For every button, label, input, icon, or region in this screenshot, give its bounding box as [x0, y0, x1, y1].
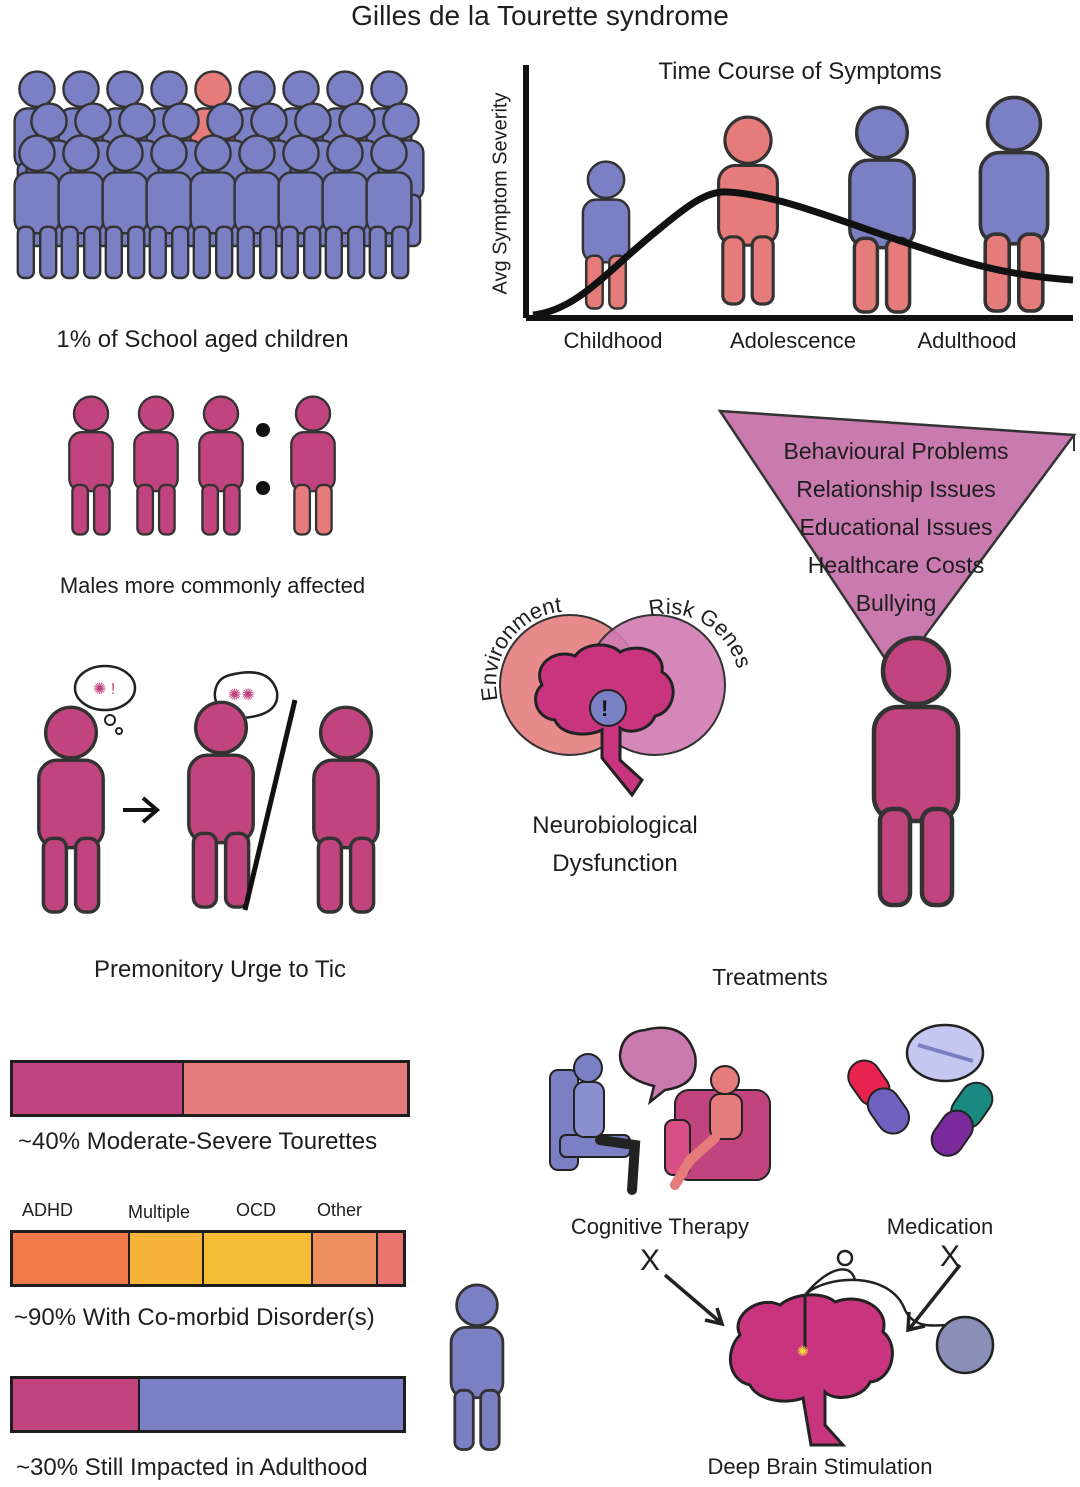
- stimulator-device: [935, 1315, 995, 1375]
- urge-figure: [187, 700, 255, 909]
- adulthood-caption: ~30% Still Impacted in Adulthood: [16, 1454, 368, 1481]
- comorbid-label-multiple: Multiple: [128, 1202, 191, 1222]
- child-figure: [101, 134, 149, 280]
- urge-caption: Premonitory Urge to Tic: [93, 956, 347, 983]
- adult-figure-illustration: [449, 1283, 505, 1451]
- neuro-label-line2: Dysfunction: [552, 850, 678, 877]
- causes-venn: ! Environment Risk Genes: [476, 592, 757, 798]
- severity-bar: [10, 1060, 410, 1117]
- svg-text:✺✺: ✺✺: [228, 687, 255, 704]
- sex-ratio-illustration: [68, 395, 336, 536]
- treatments-heading: Treatments: [712, 964, 828, 990]
- page-title: Gilles de la Tourette syndrome: [351, 0, 729, 31]
- child-figure: [277, 134, 325, 280]
- bar-segment: [13, 1063, 183, 1114]
- adult-stage-figure: [978, 95, 1050, 313]
- adulthood-bar: [10, 1376, 406, 1433]
- male-figure: [198, 395, 244, 536]
- child-figure: [13, 134, 61, 280]
- child-figure: [233, 134, 281, 280]
- impact-item: Healthcare Costs: [807, 552, 985, 578]
- young-adult-stage-figure: [848, 105, 916, 314]
- svg-text:✺ !: ✺ !: [93, 681, 115, 698]
- capsule-icon-red: [847, 1059, 910, 1135]
- therapy-speech-bubble: [618, 1026, 697, 1106]
- arrow-icon: [123, 796, 161, 824]
- crowd-illustration: [13, 70, 425, 280]
- ratio-colon-dot-bottom: [256, 481, 270, 495]
- dbs-illustration: ✺: [663, 1249, 995, 1447]
- impacts-list: Behavioural Problems Relationship Issues…: [716, 432, 1076, 622]
- dbs-brain-icon: [728, 1293, 894, 1447]
- chart-title: Time Course of Symptoms: [658, 58, 942, 85]
- arrow-icon: [663, 1273, 725, 1327]
- capsule-icon-green: [930, 1081, 994, 1157]
- thought-bubble: [73, 664, 137, 712]
- severity-curve: [532, 188, 1074, 319]
- comorbid-label-adhd: ADHD: [22, 1200, 74, 1220]
- child-figure: [57, 134, 105, 280]
- bar-segment: [13, 1379, 138, 1430]
- comorbid-label-ocd: OCD: [236, 1200, 276, 1220]
- svg-text:!: !: [601, 696, 608, 721]
- comorbid-bar: [10, 1230, 406, 1287]
- male-figure: [68, 395, 114, 536]
- female-figure: [290, 395, 336, 536]
- bar-segment: [182, 1063, 407, 1114]
- bar-segment: [202, 1233, 312, 1284]
- gear-icon: [589, 689, 627, 727]
- comorbid-caption: ~90% With Co-morbid Disorder(s): [14, 1304, 375, 1331]
- impacts-funnel: [717, 409, 1077, 908]
- medication-label: Medication: [886, 1214, 994, 1239]
- cross-mark-medication: X: [940, 1240, 961, 1273]
- impact-item: Bullying: [855, 590, 937, 616]
- stage-label-adolescence: Adolescence: [730, 328, 856, 353]
- impact-item: Educational Issues: [799, 514, 993, 540]
- adolescent-stage-figure: [717, 115, 779, 306]
- male-figure: [133, 395, 179, 536]
- tic-figure: [312, 705, 380, 914]
- impact-item: Relationship Issues: [796, 476, 996, 502]
- severity-caption: ~40% Moderate-Severe Tourettes: [18, 1128, 378, 1155]
- divider-slash: [242, 699, 298, 911]
- svg-text:✺: ✺: [797, 1343, 809, 1359]
- ratio-colon-dot-top: [256, 423, 270, 437]
- bar-segment: [375, 1233, 403, 1284]
- bar-segment: [311, 1233, 376, 1284]
- stage-label-childhood: Childhood: [563, 328, 663, 353]
- medication-illustration: [847, 1023, 994, 1157]
- urge-figure: [37, 705, 105, 914]
- time-course-chart: [523, 65, 1074, 321]
- child-stage-figure: [581, 160, 631, 310]
- neuro-label-line1: Neurobiological: [532, 812, 698, 839]
- stage-label-adulthood: Adulthood: [917, 328, 1017, 353]
- prevalence-caption: 1% of School aged children: [56, 326, 349, 353]
- affected-teen-figure: [871, 635, 961, 908]
- urge-illustration: ✺ ! ✺✺: [37, 664, 380, 914]
- chart-ylabel: Avg Symptom Severity: [489, 92, 512, 295]
- cross-mark-therapy: X: [640, 1244, 661, 1277]
- bar-segment: [128, 1233, 203, 1284]
- comorbid-label-other: Other: [317, 1200, 363, 1220]
- arrow-icon: [906, 1263, 962, 1333]
- bar-segment: [137, 1379, 403, 1430]
- child-figure: [145, 134, 193, 280]
- child-figure: [321, 134, 369, 280]
- therapy-label: Cognitive Therapy: [570, 1214, 750, 1239]
- sex-ratio-caption: Males more commonly affected: [59, 573, 366, 598]
- therapy-illustration: [549, 1026, 771, 1195]
- child-figure: [365, 134, 413, 280]
- impact-item: Behavioural Problems: [783, 438, 1009, 464]
- dbs-label: Deep Brain Stimulation: [707, 1454, 933, 1479]
- adult-figure: [449, 1283, 505, 1451]
- bar-segment: [13, 1233, 129, 1284]
- child-figure: [189, 134, 237, 280]
